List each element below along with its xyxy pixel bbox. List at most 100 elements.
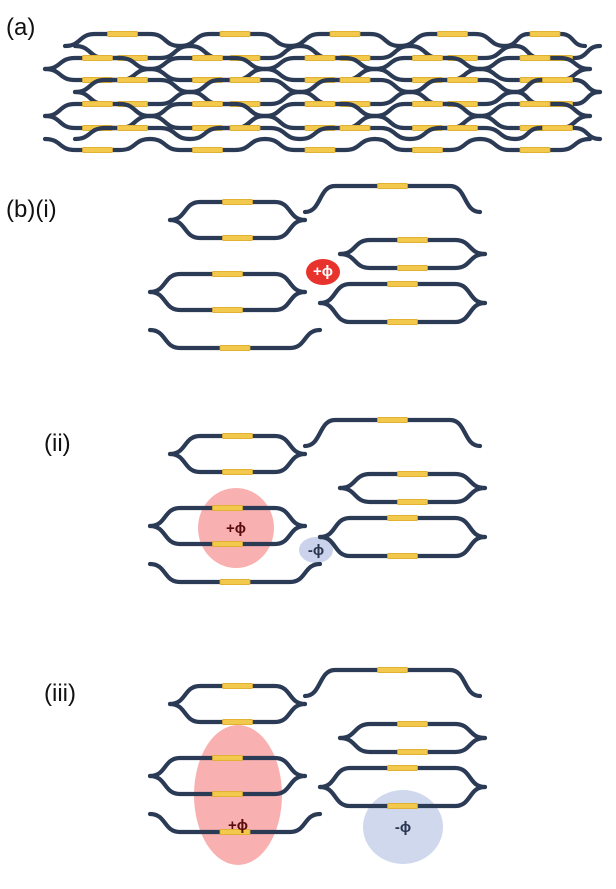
phase-shifter: [107, 30, 138, 37]
phase-shifter: [304, 55, 336, 62]
phase-shifter: [212, 541, 243, 548]
mzi-cell: [167, 432, 308, 475]
phase-shifter: [212, 270, 243, 277]
phase-shifter: [117, 77, 148, 84]
waveguide-arm-top: [302, 417, 483, 449]
phase-shifter: [377, 416, 408, 423]
phase-shifter: [329, 30, 361, 37]
phase-shifter: [192, 55, 223, 62]
phase-shifter: [542, 77, 573, 84]
mzi-cell: [62, 30, 183, 49]
phase-shifter: [397, 470, 428, 477]
phase-shifter: [377, 182, 408, 189]
plus-phase-label: +ϕ: [226, 520, 246, 537]
phase-shifter: [222, 234, 253, 241]
minus-phase-label: -ϕ: [395, 819, 411, 836]
mzi-cell: [72, 125, 193, 142]
mzi-cell: [372, 136, 483, 153]
phase-shifter: [212, 306, 243, 313]
phase-shifter: [387, 318, 418, 325]
mzi-cell: [337, 236, 488, 271]
phase-shifter: [387, 515, 418, 522]
plus-phase-label: +ϕ: [228, 817, 248, 834]
mzi-cell: [147, 270, 308, 313]
phase-shifter: [192, 146, 223, 153]
mzi-cell: [147, 504, 308, 548]
phase-shifter: [222, 468, 253, 475]
mzi-cell: [317, 280, 488, 325]
mesh-panel-b-iii: [147, 667, 488, 836]
phase-shifter: [387, 803, 418, 810]
mzi-cell: [372, 101, 483, 132]
phase-shifter: [222, 683, 253, 690]
phase-shifter: [437, 30, 468, 37]
waveguide-meshes: [42, 30, 603, 836]
phase-shifter: [304, 101, 336, 108]
phase-shifter: [447, 77, 478, 84]
mzi-cell: [302, 182, 483, 215]
mzi-cell: [337, 721, 488, 756]
panel-label-b-i: (b)(i): [6, 196, 57, 223]
phase-shifter: [397, 264, 428, 271]
phase-shifter: [519, 55, 551, 62]
mzi-cell: [372, 55, 483, 84]
phase-shifter: [82, 101, 113, 108]
mzi-cell: [397, 30, 508, 49]
mzi-cell: [502, 30, 588, 49]
mzi-cell: [302, 416, 483, 449]
mzi-cell: [147, 755, 308, 798]
phase-shifter: [519, 101, 551, 108]
phase-shifter: [82, 55, 113, 62]
minus-phase-region: [363, 790, 443, 864]
waveguide-arm-top: [302, 667, 483, 699]
phase-shifter: [412, 55, 443, 62]
panel-label-ii: (ii): [44, 430, 71, 457]
phase-shifter: [229, 125, 261, 132]
mzi-cell: [297, 125, 413, 142]
phase-shifter: [387, 280, 418, 287]
phase-annotations: +ϕ +ϕ -ϕ +ϕ -ϕ: [226, 263, 411, 836]
mesh-panel-a: [42, 30, 603, 153]
mzi-cell: [317, 515, 488, 560]
phase-shifter: [339, 77, 371, 84]
waveguide-arm-top: [302, 183, 483, 215]
panel-label-a: (a): [6, 14, 36, 41]
phase-shifter: [304, 146, 336, 153]
mzi-cell: [287, 30, 403, 49]
phase-shifter: [117, 125, 148, 132]
mzi-cell: [407, 77, 518, 108]
phase-shifter: [387, 553, 418, 560]
phase-shifter: [192, 101, 223, 108]
mzi-cell: [317, 765, 488, 810]
mzi-cell: [302, 667, 483, 699]
phase-shifter: [219, 30, 251, 37]
phase-shifter: [397, 236, 428, 243]
phase-shifter: [222, 719, 253, 726]
mzi-cell: [337, 470, 488, 505]
mzi-cell: [147, 136, 268, 153]
phase-shifter: [377, 667, 408, 674]
phase-shifter: [339, 125, 371, 132]
mzi-cell: [187, 125, 303, 142]
phase-shifter: [219, 579, 251, 586]
mzi-cell: [167, 198, 308, 241]
mzi-cell: [167, 683, 308, 726]
phase-shifter: [387, 765, 418, 772]
mzi-cell: [42, 136, 153, 153]
phase-shifter: [212, 504, 243, 511]
phase-shifter: [222, 432, 253, 439]
mzi-cell: [147, 811, 323, 836]
phase-shifter: [397, 498, 428, 505]
phase-shifter: [222, 198, 253, 205]
mzi-cell: [512, 125, 603, 142]
plus-phase-label: +ϕ: [313, 263, 333, 280]
phase-shifter: [529, 30, 561, 37]
phase-shifter: [229, 77, 261, 84]
phase-shifter: [542, 125, 573, 132]
panel-label-iii: (iii): [44, 680, 76, 707]
phase-shifter: [519, 146, 551, 153]
minus-phase-label: -ϕ: [308, 542, 324, 559]
phase-shifter: [397, 749, 428, 756]
phase-shifter: [447, 125, 478, 132]
